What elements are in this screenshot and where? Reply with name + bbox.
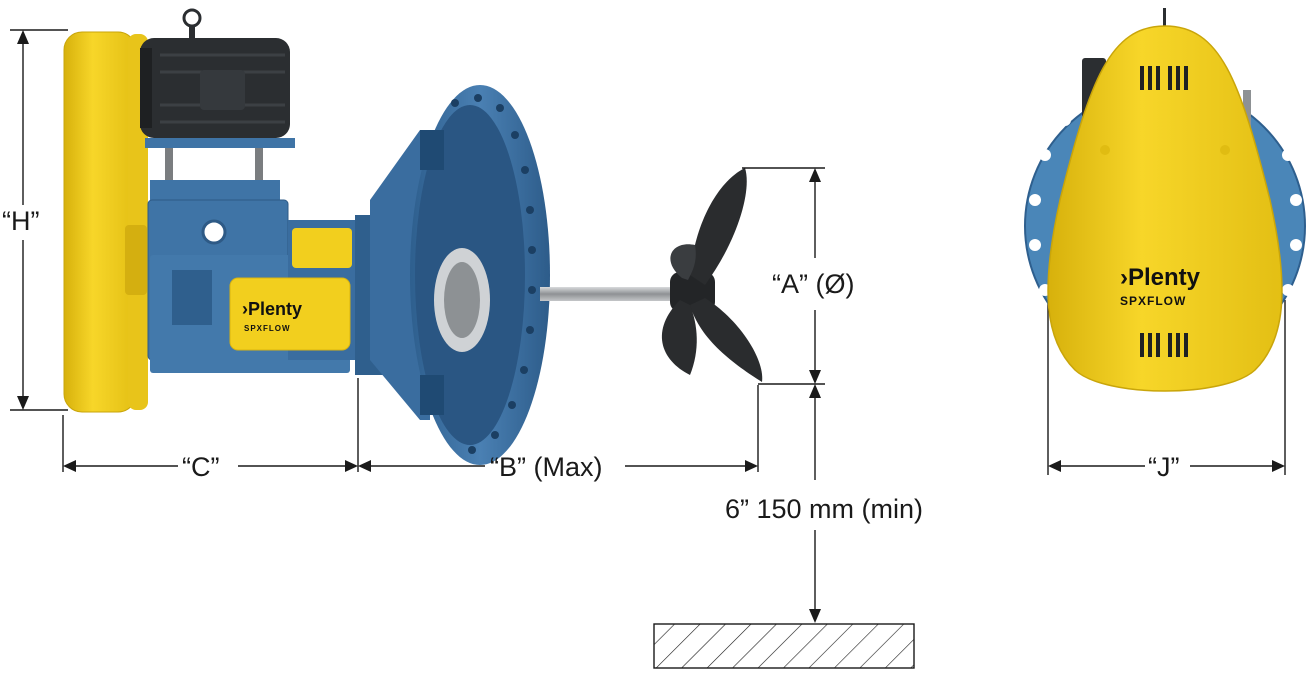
front-logo-main: ›Plenty	[1120, 264, 1201, 291]
dim-b-label: “B” (Max)	[490, 452, 602, 482]
dimension-lines	[10, 29, 1286, 623]
dim-a-label: “A” (Ø)	[772, 269, 854, 299]
side-logo-sub: SPXFLOW	[244, 324, 291, 333]
shaft	[540, 287, 690, 301]
arrow-head	[809, 384, 821, 398]
arrow-head	[809, 609, 821, 623]
dim-clearance-label: 6” 150 mm (min)	[725, 494, 923, 524]
front-cover	[1047, 25, 1283, 392]
arrow-head	[17, 30, 29, 44]
motor	[140, 8, 290, 138]
arrow-head	[745, 460, 758, 472]
arrow-head	[809, 168, 821, 182]
flange-bolts	[451, 94, 536, 454]
arrow-head	[17, 396, 29, 410]
hatch-floor	[653, 623, 915, 669]
front-view-mixer: ›Plenty SPXFLOW	[1024, 8, 1306, 392]
belt-guard	[63, 31, 148, 413]
arrow-head	[1048, 460, 1061, 472]
side-nameplate: ›Plenty SPXFLOW	[229, 277, 351, 351]
dim-j-label: “J”	[1148, 452, 1179, 482]
side-view-mixer: ›Plenty SPXFLOW	[63, 8, 763, 465]
dim-c-label: “C”	[182, 452, 219, 482]
front-logo-sub: SPXFLOW	[1120, 294, 1186, 308]
dim-h-label: “H”	[2, 206, 39, 236]
arrow-head	[809, 370, 821, 384]
arrow-head	[63, 460, 76, 472]
motor-mount	[145, 138, 295, 208]
front-vent-bottom	[1140, 333, 1188, 357]
arrow-head	[358, 460, 371, 472]
front-flange-holes	[1029, 114, 1302, 296]
side-logo-main: ›Plenty	[242, 299, 302, 319]
mounting-flange	[355, 85, 550, 465]
arrow-head	[345, 460, 358, 472]
propeller	[661, 168, 763, 382]
arrow-head	[1272, 460, 1285, 472]
front-vent-top	[1140, 66, 1188, 90]
